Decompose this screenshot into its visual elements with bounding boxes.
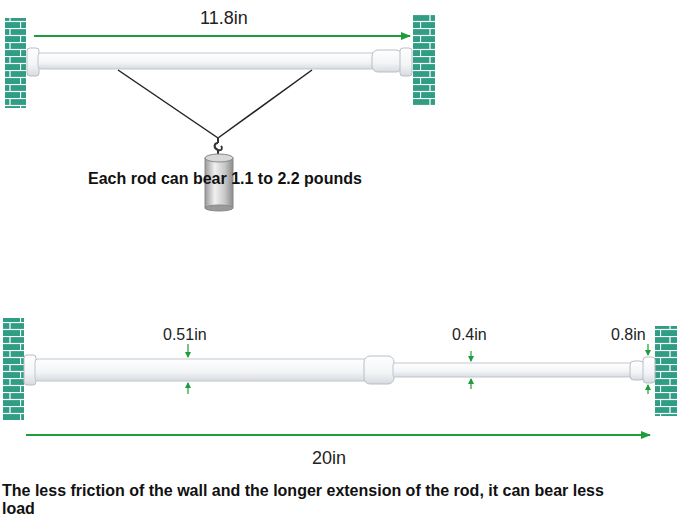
brick-wall <box>5 18 26 108</box>
brick-wall <box>655 326 677 416</box>
dimension-arrow <box>34 35 410 37</box>
friction-note: The less friction of the wall and the lo… <box>2 482 606 519</box>
dimension-arrow <box>26 434 650 436</box>
dimension-label: 11.8in <box>200 8 248 29</box>
brick-wall <box>413 15 435 105</box>
brick-wall <box>3 318 24 420</box>
dimension-label: 0.51in <box>163 326 207 344</box>
dimension-label: 0.4in <box>452 326 487 344</box>
extended-rod <box>24 355 655 385</box>
diameter-marker <box>188 344 648 394</box>
load-note: Each rod can bear 1.1 to 2.2 pounds <box>88 170 362 188</box>
tension-rod <box>27 48 412 76</box>
dimension-label: 0.8in <box>611 326 646 344</box>
dimension-label: 20in <box>312 448 346 469</box>
hanging-weight <box>118 70 312 211</box>
